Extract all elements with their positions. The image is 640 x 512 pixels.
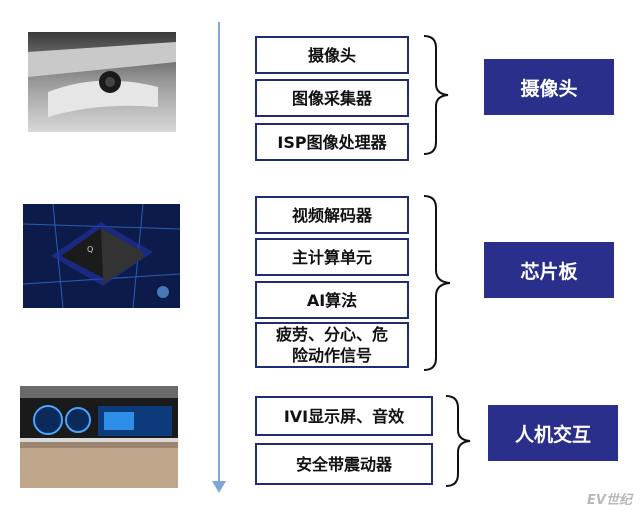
item-box: 图像采集器 — [255, 79, 409, 117]
category-box: 芯片板 — [484, 242, 614, 298]
item-box: 视频解码器 — [255, 196, 409, 234]
item-box: 安全带震动器 — [255, 443, 433, 485]
timeline-arrow-icon — [212, 481, 226, 493]
item-box: AI算法 — [255, 281, 409, 319]
dashboard-photo — [20, 386, 178, 488]
item-box: 摄像头 — [255, 36, 409, 74]
item-box: 主计算单元 — [255, 238, 409, 276]
group-bracket — [445, 395, 471, 487]
item-box: IVI显示屏、音效 — [255, 396, 433, 436]
camera-photo — [28, 32, 176, 132]
watermark: EV世纪 — [587, 493, 632, 508]
group-bracket — [423, 195, 451, 371]
group-bracket — [423, 35, 449, 155]
timeline-line — [218, 22, 220, 484]
category-box: 摄像头 — [484, 59, 614, 115]
chip-photo: Q — [23, 204, 180, 308]
item-box: ISP图像处理器 — [255, 123, 409, 161]
category-box: 人机交互 — [488, 405, 618, 461]
item-box: 疲劳、分心、危险动作信号 — [255, 322, 409, 368]
svg-text:Q: Q — [87, 245, 93, 254]
